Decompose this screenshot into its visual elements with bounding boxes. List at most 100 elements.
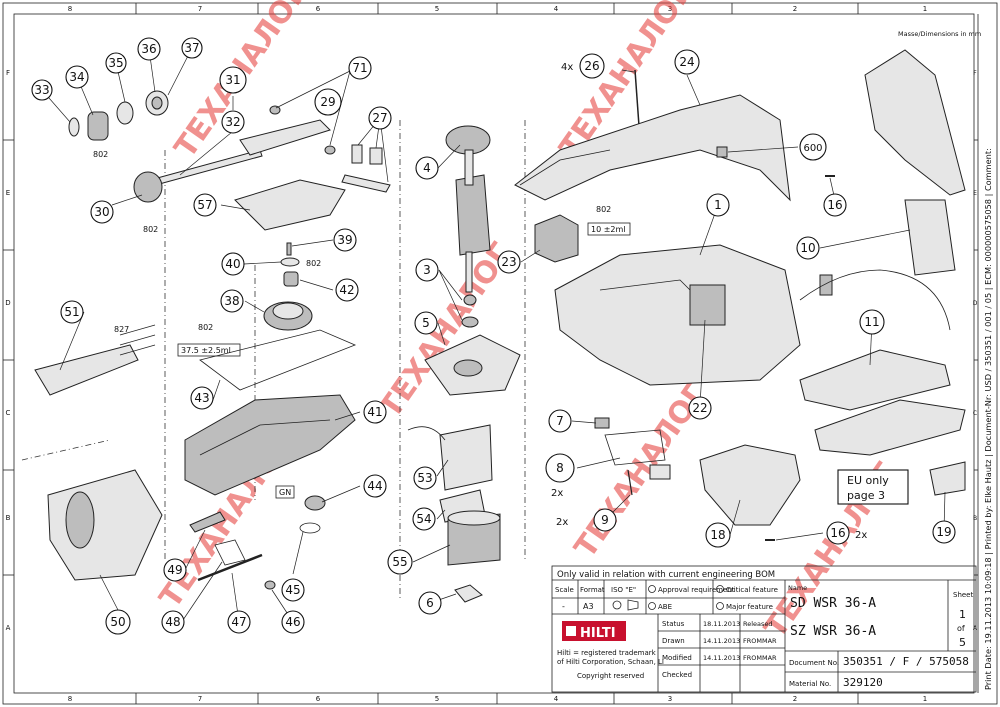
eu-note-box (837, 469, 909, 505)
callout-number: 44 (367, 479, 382, 493)
modified-label: Modified (662, 654, 692, 662)
callout-number: 4 (423, 161, 431, 175)
column-label-top: 5 (435, 5, 439, 13)
scale-label: Scale (555, 586, 574, 594)
callout-number: 26 (584, 59, 599, 73)
callout-number: 10 (800, 241, 815, 255)
row-label-left: B (6, 514, 11, 522)
status-label: Status (662, 620, 685, 628)
callout-45: 45 (281, 578, 305, 602)
iso-label: ISO "E" (611, 586, 636, 594)
callout-32: 32 (221, 110, 245, 134)
callout-number: 37 (184, 41, 199, 55)
row-label-right: C (973, 410, 977, 417)
callout-6: 6 (418, 591, 442, 615)
callout-33: 33 (31, 79, 53, 101)
column-label-top: 1 (923, 5, 927, 13)
row-label-right: F (973, 70, 977, 77)
column-label-bottom: 5 (435, 695, 439, 703)
sheet-total: 5 (959, 636, 966, 649)
callout-number: 23 (501, 255, 516, 269)
label-qty-2x: 2x (551, 488, 563, 499)
callout-42: 42 (335, 278, 359, 302)
scale-value: - (562, 602, 565, 611)
callout-53: 53 (413, 466, 437, 490)
row-label-left: D (5, 299, 10, 307)
row-label-left: C (6, 409, 11, 417)
callout-9: 9 (593, 508, 617, 532)
dimension-note: Masse/Dimensions in mm (898, 30, 981, 38)
callout-51: 51 (60, 300, 84, 324)
callout-48: 48 (161, 610, 185, 634)
callout-43: 43 (190, 386, 214, 410)
callout-22: 22 (688, 396, 712, 420)
callout-number: 54 (416, 512, 431, 526)
column-label-top: 4 (554, 5, 559, 13)
callout-number: 43 (194, 391, 209, 405)
callout-47: 47 (227, 610, 251, 634)
callout-19: 19 (932, 520, 956, 544)
callout-number: 53 (417, 471, 432, 485)
format-value: A3 (583, 602, 594, 611)
inner-frame (13, 13, 975, 694)
drawn-label: Drawn (662, 637, 685, 645)
column-label-top: 7 (198, 5, 202, 13)
callout-number: 71 (352, 61, 367, 75)
dose-text-2: 10 ±2ml (591, 225, 626, 234)
callout-35: 35 (105, 52, 127, 74)
callout-3: 3 (415, 258, 439, 282)
callout-57: 57 (193, 193, 217, 217)
name-label: Name (788, 584, 807, 592)
callout-50: 50 (105, 609, 131, 635)
row-label-right: E (973, 190, 977, 197)
callout-37: 37 (181, 37, 203, 59)
callout-number: 39 (337, 233, 352, 247)
callout-number: 29 (320, 95, 335, 109)
callout-number: 30 (94, 205, 109, 219)
callout-8: 8 (545, 453, 575, 483)
label-827: 827 (114, 325, 129, 334)
callout-55: 55 (387, 549, 413, 575)
callout-16: 16 (826, 521, 850, 545)
callout-number: 40 (225, 257, 240, 271)
column-label-bottom: 2 (793, 695, 797, 703)
label-802: 802 (596, 205, 611, 214)
hilti-logo-text: HILTI (580, 626, 616, 641)
label-802: 802 (306, 259, 321, 268)
trademark-line-1: Hilti = registered trademark (557, 649, 657, 657)
callout-number: 35 (108, 56, 123, 70)
column-label-bottom: 3 (668, 695, 672, 703)
material-number-label: Material No. (789, 680, 831, 688)
callout-number: 19 (936, 525, 951, 539)
callout-27: 27 (368, 106, 392, 130)
label-qty-2x: 2x (855, 530, 867, 541)
trademark-line-2: of Hilti Corporation, Schaan, LI (557, 658, 664, 666)
callout-number: 24 (679, 55, 694, 69)
modified-date: 14.11.2013 (703, 654, 740, 662)
callout-number: 8 (556, 461, 564, 475)
callout-number: 16 (830, 526, 845, 540)
callout-10: 10 (796, 236, 820, 260)
document-number-label: Document No. (789, 659, 839, 667)
drawn-date: 14.11.2013 (703, 637, 740, 645)
callout-54: 54 (412, 507, 436, 531)
callout-number: 16 (827, 198, 842, 212)
row-label-left: E (6, 189, 10, 197)
label-802: 802 (143, 225, 158, 234)
eu-note-line1: EU only (847, 474, 889, 487)
product-name-1: SD WSR 36-A (790, 596, 876, 611)
status-date: 18.11.2013 (703, 620, 740, 628)
callout-number: 33 (34, 83, 49, 97)
abe-label: ABE (658, 603, 672, 611)
dose-box-2 (587, 222, 631, 236)
product-name-2: SZ WSR 36-A (790, 624, 876, 639)
callout-number: 7 (556, 414, 564, 428)
callout-41: 41 (363, 400, 387, 424)
validity-note: Only valid in relation with current engi… (557, 570, 775, 580)
column-label-top: 2 (793, 5, 797, 13)
row-label-left: A (6, 624, 11, 632)
callout-number: 49 (167, 563, 182, 577)
